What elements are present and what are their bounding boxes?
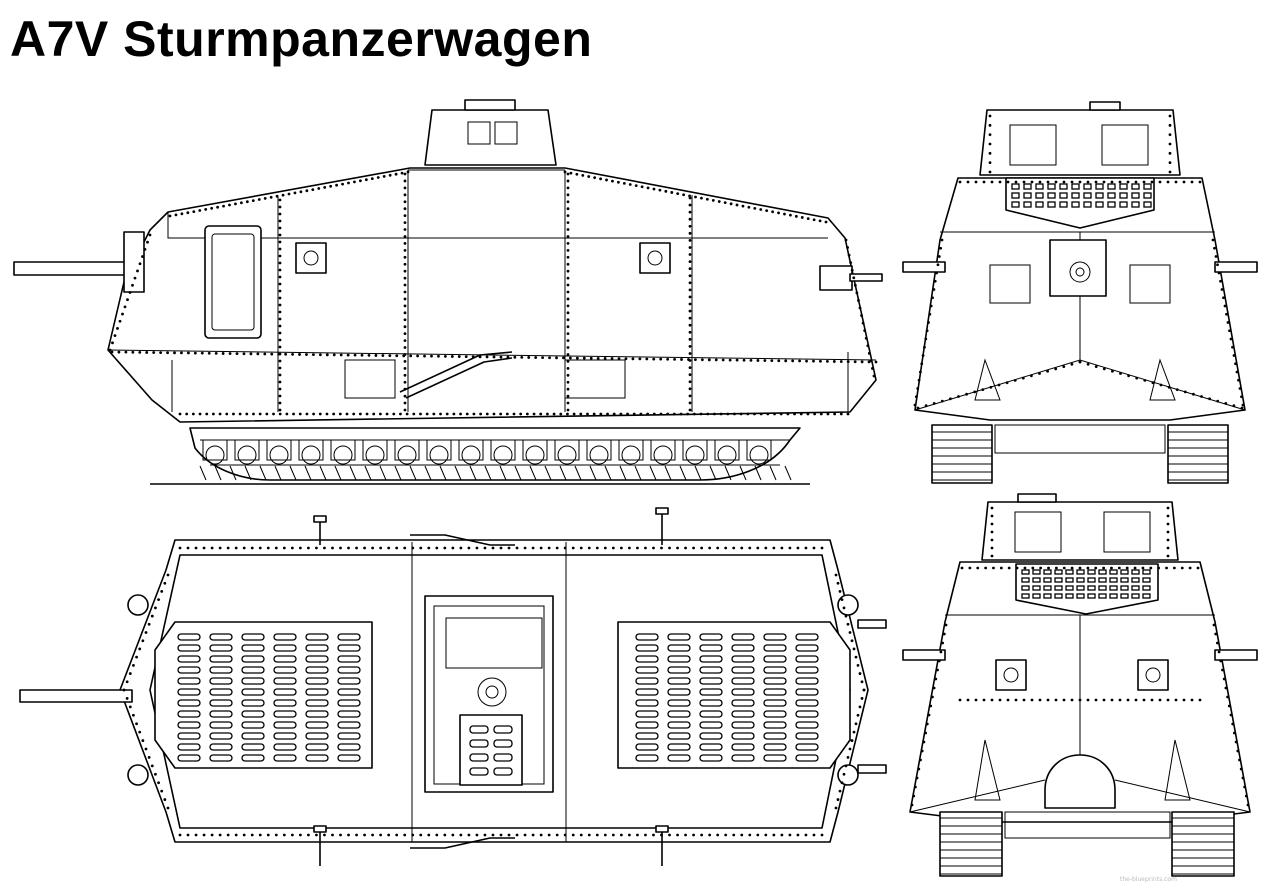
rear-view <box>902 493 1258 877</box>
front-view <box>902 101 1258 484</box>
page-title: A7V Sturmpanzerwagen <box>10 11 593 67</box>
top-view <box>19 507 887 866</box>
watermark-text: the-blueprints.com <box>1120 876 1177 883</box>
side-view <box>13 99 883 485</box>
